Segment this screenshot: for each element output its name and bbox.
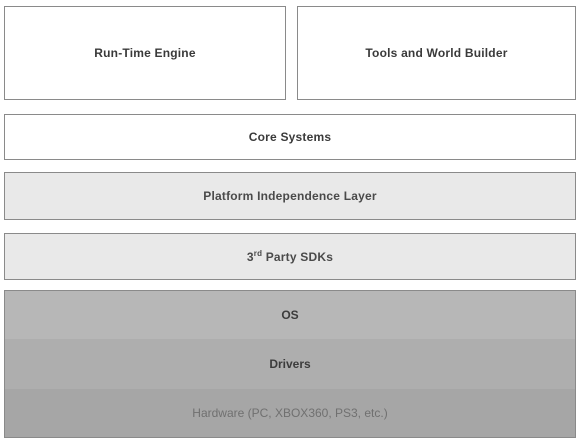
- third-party-sdks-label: 3rd Party SDKs: [246, 248, 334, 264]
- sdk-superscript: rd: [253, 248, 263, 258]
- drivers-label: Drivers: [269, 357, 311, 371]
- os-block: OS: [5, 291, 575, 340]
- third-party-sdks-block: 3rd Party SDKs: [4, 233, 576, 280]
- platform-independence-layer-block: Platform Independence Layer: [4, 172, 576, 220]
- sdk-prefix: 3: [246, 249, 254, 264]
- core-systems-block: Core Systems: [4, 114, 576, 160]
- hardware-block: Hardware (PC, XBOX360, PS3, etc.): [5, 389, 575, 437]
- runtime-engine-block: Run-Time Engine: [4, 6, 286, 100]
- platform-independence-label: Platform Independence Layer: [203, 189, 377, 203]
- sdk-suffix: Party SDKs: [262, 249, 334, 264]
- runtime-engine-label: Run-Time Engine: [94, 46, 196, 60]
- os-label: OS: [281, 308, 299, 322]
- tools-world-builder-label: Tools and World Builder: [365, 46, 508, 60]
- drivers-block: Drivers: [5, 339, 575, 390]
- tools-world-builder-block: Tools and World Builder: [297, 6, 576, 100]
- hardware-label: Hardware (PC, XBOX360, PS3, etc.): [192, 406, 388, 420]
- core-systems-label: Core Systems: [248, 130, 332, 144]
- os-drivers-hardware-stack: OS Drivers Hardware (PC, XBOX360, PS3, e…: [4, 290, 576, 438]
